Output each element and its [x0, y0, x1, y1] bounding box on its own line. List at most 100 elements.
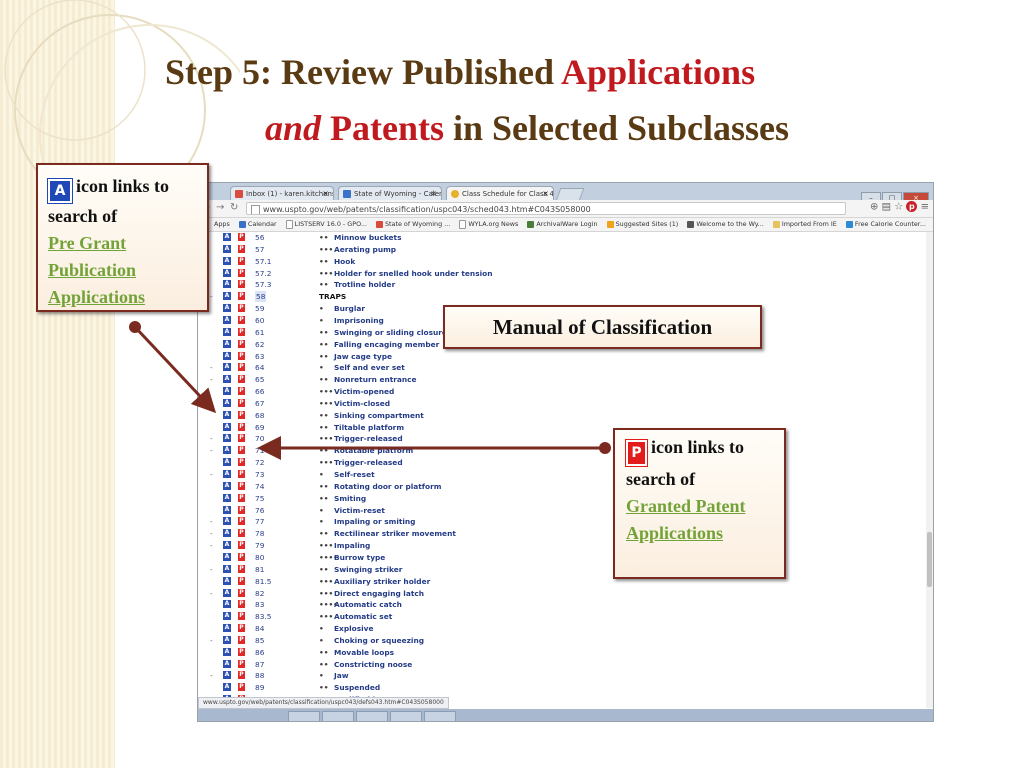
patent-search-icon[interactable]: P [238, 316, 245, 324]
patent-search-icon[interactable]: P [238, 352, 245, 360]
subclass-number[interactable]: 76 [255, 505, 264, 516]
granted-patent-link[interactable]: Granted Patent Applications [626, 496, 745, 543]
patent-search-icon[interactable]: P [238, 577, 245, 585]
subclass-title[interactable]: Constricting noose [334, 659, 412, 670]
application-search-icon[interactable]: A [223, 553, 231, 561]
scrollbar-thumb[interactable] [927, 532, 932, 587]
vertical-scrollbar[interactable] [926, 232, 933, 708]
subclass-title[interactable]: Impaling [334, 540, 370, 551]
application-search-icon[interactable]: A [223, 304, 231, 312]
subclass-title[interactable]: Trigger-released [334, 457, 403, 468]
subclass-number[interactable]: 61 [255, 327, 264, 338]
patent-search-icon[interactable]: P [238, 506, 245, 514]
subclass-title[interactable]: Burglar [334, 303, 365, 314]
subclass-title[interactable]: Falling encaging member [334, 339, 439, 350]
application-search-icon[interactable]: A [223, 482, 231, 490]
application-search-icon[interactable]: A [223, 636, 231, 644]
subclass-number[interactable]: 73 [255, 469, 264, 480]
patent-search-icon[interactable]: P [238, 399, 245, 407]
bookmark-imported-from-ie[interactable]: Imported From IE [773, 218, 837, 231]
pinterest-icon[interactable]: p [906, 201, 917, 212]
subclass-title[interactable]: TRAPS [319, 291, 346, 302]
subclass-number[interactable]: 75 [255, 493, 264, 504]
patent-search-icon[interactable]: P [238, 683, 245, 691]
subclass-number[interactable]: 66 [255, 386, 264, 397]
menu-icon[interactable]: ≡ [921, 202, 929, 213]
subclass-number[interactable]: 77 [255, 516, 264, 527]
subclass-title[interactable]: Suspended [334, 682, 380, 693]
subclass-title[interactable]: Movable loops [334, 647, 394, 658]
patent-search-icon[interactable]: P [238, 600, 245, 608]
subclass-number[interactable]: 72 [255, 457, 264, 468]
patent-search-icon[interactable]: P [238, 529, 245, 537]
bookmark-apps[interactable]: Apps [214, 218, 230, 231]
subclass-number[interactable]: 83.5 [255, 611, 271, 622]
patent-search-icon[interactable]: P [238, 470, 245, 478]
application-search-icon[interactable]: A [223, 470, 231, 478]
patent-search-icon[interactable]: P [238, 517, 245, 525]
application-search-icon[interactable]: A [223, 683, 231, 691]
subclass-number[interactable]: 83 [255, 599, 264, 610]
application-search-icon[interactable]: A [223, 577, 231, 585]
application-search-icon[interactable]: A [223, 257, 231, 265]
subclass-number[interactable]: 57 [255, 244, 264, 255]
application-search-icon[interactable]: A [223, 387, 231, 395]
application-search-icon[interactable]: A [223, 411, 231, 419]
application-search-icon[interactable]: A [223, 340, 231, 348]
close-icon[interactable]: × [430, 187, 437, 200]
application-search-icon[interactable]: A [223, 292, 231, 300]
bookmark-suggested-sites[interactable]: Suggested Sites (1) [607, 218, 679, 231]
pre-grant-link[interactable]: Pre Grant Publication Applications [48, 233, 145, 307]
subclass-title[interactable]: Smiting [334, 493, 366, 504]
patent-search-icon[interactable]: P [238, 340, 245, 348]
subclass-title[interactable]: Jaw cage type [334, 351, 392, 362]
subclass-number[interactable]: 84 [255, 623, 264, 634]
patent-search-icon[interactable]: P [238, 434, 245, 442]
patent-search-icon[interactable]: P [238, 292, 245, 300]
application-search-icon[interactable]: A [223, 245, 231, 253]
subclass-title[interactable]: Jaw [334, 670, 349, 681]
subclass-title[interactable]: Aerating pump [334, 244, 396, 255]
subclass-title[interactable]: Victim-closed [334, 398, 390, 409]
tab-inbox[interactable]: Inbox (1) - karen.kitchens× [230, 186, 334, 200]
application-search-icon[interactable]: A [223, 375, 231, 383]
subclass-number[interactable]: 81.5 [255, 576, 271, 587]
application-search-icon[interactable]: A [223, 269, 231, 277]
subclass-number[interactable]: 80 [255, 552, 264, 563]
patent-search-icon[interactable]: P [238, 648, 245, 656]
application-search-icon[interactable]: A [223, 589, 231, 597]
subclass-title[interactable]: Rotatable platform [334, 445, 413, 456]
patent-search-icon[interactable]: P [238, 482, 245, 490]
tab-state-of-wyoming[interactable]: State of Wyoming - Calen× [338, 186, 442, 200]
patent-search-icon[interactable]: P [238, 423, 245, 431]
application-search-icon[interactable]: A [223, 671, 231, 679]
subclass-number[interactable]: 74 [255, 481, 264, 492]
subclass-title[interactable]: Automatic catch [334, 599, 402, 610]
patent-search-icon[interactable]: P [238, 660, 245, 668]
bookmark-calendar[interactable]: Calendar [239, 218, 277, 231]
taskbar-button[interactable] [288, 711, 320, 722]
patent-search-icon[interactable]: P [238, 304, 245, 312]
patent-search-icon[interactable]: P [238, 636, 245, 644]
subclass-number[interactable]: 86 [255, 647, 264, 658]
subclass-title[interactable]: Rotating door or platform [334, 481, 441, 492]
subclass-title[interactable]: Self and ever set [334, 362, 405, 373]
patent-search-icon[interactable]: P [238, 541, 245, 549]
patent-search-icon[interactable]: P [238, 280, 245, 288]
taskbar-button[interactable] [390, 711, 422, 722]
subclass-title[interactable]: Victim-opened [334, 386, 394, 397]
subclass-title[interactable]: Minnow buckets [334, 232, 401, 243]
subclass-number[interactable]: 81 [255, 564, 264, 575]
subclass-number[interactable]: 62 [255, 339, 264, 350]
application-search-icon[interactable]: A [223, 399, 231, 407]
patent-search-icon[interactable]: P [238, 458, 245, 466]
taskbar-button[interactable] [356, 711, 388, 722]
subclass-title[interactable]: Tiltable platform [334, 422, 404, 433]
subclass-number[interactable]: 88 [255, 670, 264, 681]
subclass-number[interactable]: 78 [255, 528, 264, 539]
application-search-icon[interactable]: A [223, 506, 231, 514]
subclass-title[interactable]: Automatic set [334, 611, 392, 622]
subclass-number[interactable]: 87 [255, 659, 264, 670]
subclass-number[interactable]: 69 [255, 422, 264, 433]
subclass-title[interactable]: Choking or squeezing [334, 635, 424, 646]
